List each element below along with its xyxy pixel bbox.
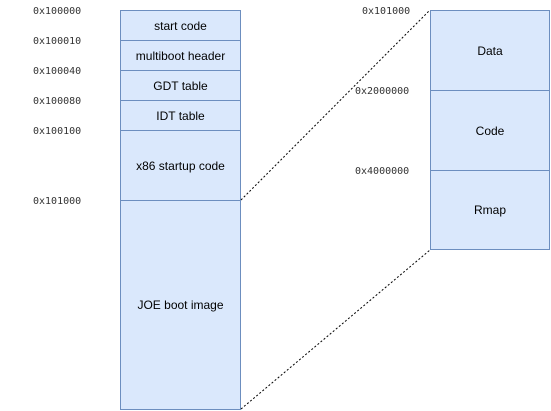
zoom-connector-bottom [240,249,431,410]
memory-block-label: Data [477,43,503,58]
address-label: 0x100040 [33,66,82,77]
address-label: 0x101000 [362,6,411,17]
address-label: 0x2000000 [355,86,410,97]
address-label: 0x100100 [33,126,82,137]
memory-block-label: GDT table [153,78,208,93]
memory-block-data: Data [430,10,550,91]
memory-block-multiboot-header: multiboot header [120,40,241,71]
memory-block-gdt-table: GDT table [120,70,241,101]
memory-block-label: multiboot header [135,48,226,63]
memory-block-joe-boot-image: JOE boot image [120,200,241,410]
address-label: 0x101000 [33,196,82,207]
address-label: 0x100010 [33,36,82,47]
zoom-connector-top [240,9,431,201]
address-label: 0x100080 [33,96,82,107]
memory-block-label: x86 startup code [136,158,225,173]
address-label: 0x4000000 [355,166,410,177]
memory-block-label: JOE boot image [137,298,224,312]
memory-block-label: IDT table [156,108,205,123]
memory-block-start-code: start code [120,10,241,41]
memory-block-label: start code [154,18,207,33]
memory-block-label: Code [475,123,505,138]
memory-block-rmap: Rmap [430,170,550,250]
memory-block-label: Rmap [473,203,506,217]
memory-block-x86-startup-code: x86 startup code [120,130,241,201]
memory-block-code: Code [430,90,550,171]
address-label: 0x100000 [33,6,82,17]
memory-block-idt-table: IDT table [120,100,241,131]
